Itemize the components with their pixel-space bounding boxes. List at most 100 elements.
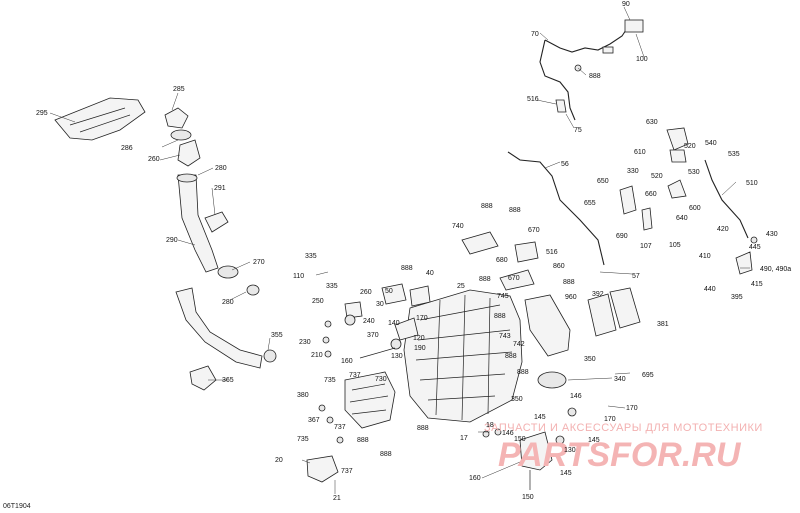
part-label: 146	[570, 393, 582, 400]
intake-tube	[176, 173, 219, 273]
part-label: 745	[497, 293, 509, 300]
part-label: 730	[375, 376, 387, 383]
sensor-harness	[539, 19, 644, 121]
part-label: 146	[502, 430, 514, 437]
part-label: 105	[669, 242, 681, 249]
part-label: 520	[684, 143, 696, 150]
part-label: 70	[531, 31, 539, 38]
part-label: 490, 490a	[760, 266, 791, 273]
part-label: 145	[588, 437, 600, 444]
part-label: 740	[452, 223, 464, 230]
leader-lines	[49, 6, 750, 494]
part-label: 737	[334, 424, 346, 431]
part-label: 516	[527, 96, 539, 103]
part-label: 640	[676, 215, 688, 222]
part-label: 335	[326, 283, 338, 290]
part-label: 695	[642, 372, 654, 379]
part-label: 260	[148, 156, 160, 163]
engine-cover	[306, 371, 396, 483]
part-label: 280	[215, 165, 227, 172]
intake-boot	[177, 139, 201, 167]
part-label: 535	[728, 151, 740, 158]
part-label: 370	[367, 332, 379, 339]
rubber-sleeve	[204, 211, 229, 233]
part-label: 110	[293, 273, 304, 280]
part-label: 392	[592, 291, 604, 298]
part-label: 270	[253, 259, 265, 266]
part-label: 145	[560, 470, 572, 477]
part-label: 888	[494, 313, 506, 320]
starter-drive	[482, 407, 577, 490]
part-label: 90	[622, 1, 630, 8]
part-label: 888	[517, 369, 529, 376]
part-label: 107	[640, 243, 652, 250]
part-label: 56	[561, 161, 569, 168]
part-label: 516	[546, 249, 558, 256]
part-label: 380	[297, 392, 309, 399]
throttle-cable	[507, 151, 605, 266]
part-label: 660	[645, 191, 657, 198]
diagram-code: 06T1904	[3, 503, 31, 510]
part-label: 291	[214, 185, 226, 192]
coupler	[217, 265, 260, 296]
throttle-bracket	[461, 231, 539, 291]
part-label: 250	[312, 298, 324, 305]
part-label: 75	[574, 127, 582, 134]
part-label: 735	[297, 436, 309, 443]
part-label: 160	[469, 475, 481, 482]
part-label: 367	[308, 417, 320, 424]
part-label: 295	[36, 110, 48, 117]
cap	[164, 107, 189, 129]
watermark-tagline: ЗАПЧАСТИ И АКСЕССУАРЫ ДЛЯ МОТОТЕХНИКИ	[484, 422, 763, 434]
part-label: 240	[363, 318, 375, 325]
part-label: 410	[699, 253, 711, 260]
part-label: 350	[511, 396, 523, 403]
part-label: 210	[311, 352, 323, 359]
part-label: 340	[614, 376, 626, 383]
part-label: 30	[376, 301, 384, 308]
part-label: 888	[509, 207, 521, 214]
part-label: 290	[166, 237, 178, 244]
part-label: 130	[564, 447, 576, 454]
part-label: 888	[417, 425, 429, 432]
part-label: 888	[563, 279, 575, 286]
part-label: 600	[689, 205, 701, 212]
part-label: 655	[584, 200, 596, 207]
part-label: 20	[275, 457, 283, 464]
part-label: 25	[457, 283, 465, 290]
part-label: 742	[513, 341, 525, 348]
right-sensors	[619, 127, 758, 275]
part-label: 510	[746, 180, 758, 187]
water-pump-parts	[322, 283, 431, 359]
part-label: 420	[717, 226, 729, 233]
part-label: 430	[766, 231, 778, 238]
part-label: 690	[616, 233, 628, 240]
part-label: 140	[388, 320, 400, 327]
part-label: 350	[584, 356, 596, 363]
part-label: 286	[121, 145, 133, 152]
part-label: 130	[391, 353, 403, 360]
part-label: 381	[657, 321, 669, 328]
part-label: 17	[460, 435, 468, 442]
part-label: 230	[299, 339, 311, 346]
engine-block	[403, 289, 523, 423]
part-label: 395	[731, 294, 743, 301]
part-label: 21	[333, 495, 341, 502]
part-label: 120	[413, 335, 425, 342]
part-label: 888	[479, 276, 491, 283]
part-label: 540	[705, 140, 717, 147]
part-label: 335	[305, 253, 317, 260]
part-label: 737	[341, 468, 353, 475]
heat-shields	[587, 287, 641, 337]
part-label: 280	[222, 299, 234, 306]
part-label: 100	[636, 56, 648, 63]
part-label: 260	[360, 289, 372, 296]
part-label: 888	[380, 451, 392, 458]
part-label: 160	[341, 358, 353, 365]
part-label: 40	[426, 270, 434, 277]
part-label: 57	[632, 273, 640, 280]
part-label: 650	[597, 178, 609, 185]
part-label: 150	[522, 494, 534, 501]
heat-shield-plate	[54, 97, 146, 141]
